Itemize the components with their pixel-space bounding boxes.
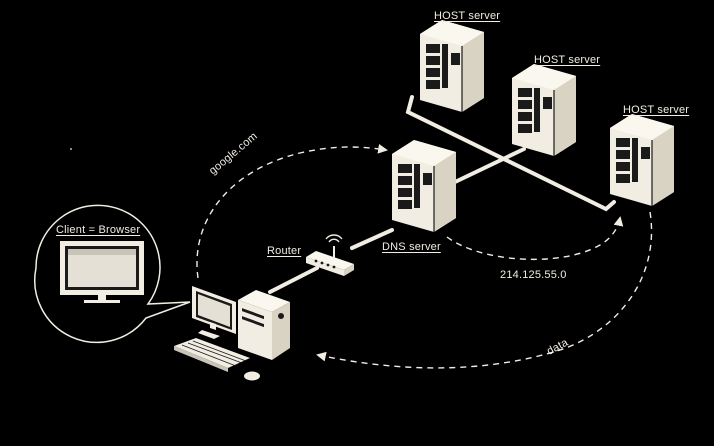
host-server-1 bbox=[419, 19, 485, 113]
cable-host1-host3 bbox=[405, 95, 616, 212]
host-server-2 bbox=[511, 63, 577, 157]
arrow-request bbox=[196, 143, 388, 279]
cable-router-dns bbox=[350, 228, 394, 250]
arrow-ip-response bbox=[446, 216, 624, 260]
dns-server-label: DNS server bbox=[382, 241, 441, 253]
client-computer bbox=[174, 286, 290, 381]
host-server-3 bbox=[609, 113, 675, 207]
router-label: Router bbox=[267, 245, 302, 257]
cable-dns-host2 bbox=[453, 147, 526, 184]
arrow-data bbox=[316, 211, 653, 369]
host-server-2-label: HOST server bbox=[534, 54, 601, 66]
router-device bbox=[306, 234, 354, 276]
ip-address-label: 214.125.55.0 bbox=[500, 269, 567, 281]
client-bubble bbox=[34, 204, 191, 344]
host-server-3-label: HOST server bbox=[623, 104, 690, 116]
network-cables bbox=[268, 95, 616, 294]
cable-computer-router bbox=[268, 266, 319, 294]
client-label: Client = Browser bbox=[56, 224, 141, 236]
flow-arrows bbox=[196, 143, 653, 369]
host-server-1-label: HOST server bbox=[434, 10, 501, 22]
dns-server bbox=[391, 139, 457, 233]
